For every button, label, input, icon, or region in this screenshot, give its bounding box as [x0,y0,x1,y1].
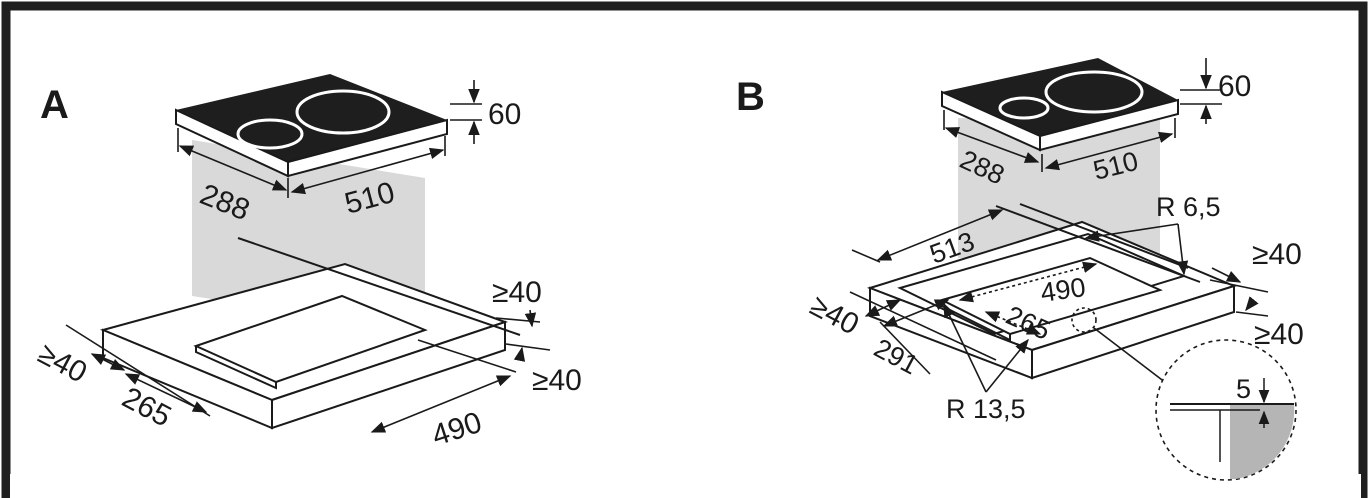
panel-b-clear-back: ≥40 [1252,238,1302,271]
panel-b-back-edge-1 [995,205,1201,283]
panel-b-detail [1155,339,1297,481]
panel-b-label: B [736,75,765,119]
panel-a-large-zone [295,89,391,135]
panel-b-hob-height: 60 [1218,70,1251,103]
panel-a-worktop [99,262,509,430]
caption-band [10,474,1361,498]
panel-b-rebate-depth: 291 [869,333,923,381]
panel-b-clear-side: ≥40 [805,289,865,342]
panel-a-back-edge [237,237,521,336]
panel-b-dimension-lines [849,58,1269,393]
panel-a-label: A [40,83,69,127]
panel-b-clear-front: ≥40 [1254,318,1304,351]
panel-b: B [736,58,1304,481]
panel-b-small-zone [998,96,1050,120]
panel-b-cutout-radius: R 13,5 [946,394,1026,424]
panel-a-cutout-width: 490 [428,406,486,453]
panel-a-clear-front: ≥40 [532,364,582,397]
panel-b-cutout-width: 490 [1039,272,1088,308]
panel-b-detail-depth: 5 [1236,374,1251,404]
panel-a-clear-side: ≥40 [33,337,93,390]
panel-b-rebate-radius: R 6,5 [1156,192,1221,222]
panel-b-detail-marker [1071,307,1097,333]
panel-b-large-zone [1044,70,1144,114]
panel-a-hob-height: 60 [488,98,521,131]
panel-a: A [33,74,582,453]
panel-a-dimension-lines [65,80,551,433]
panel-a-clear-back: ≥40 [492,276,542,309]
